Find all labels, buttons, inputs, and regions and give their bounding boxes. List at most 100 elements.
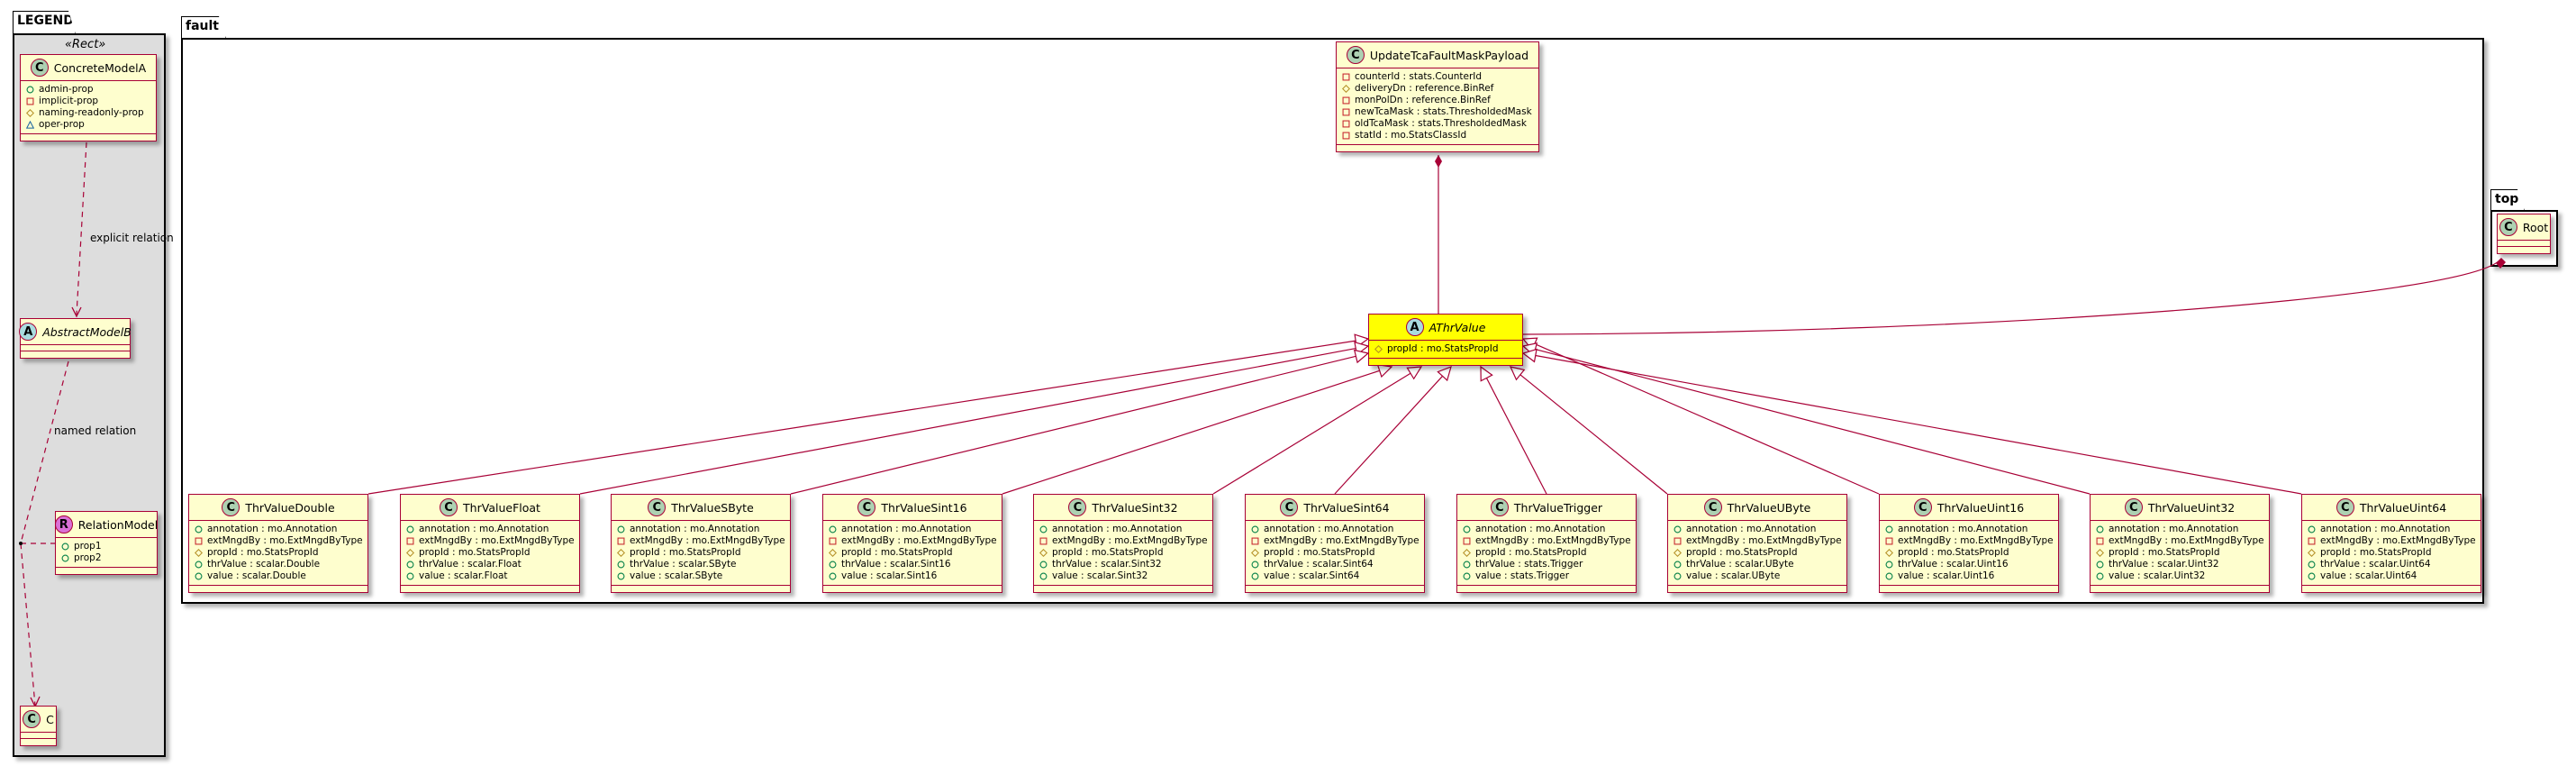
protected-visibility-icon (1885, 549, 1893, 557)
generalization-triangle-icon (1406, 366, 1423, 380)
attribute-row: thrValue : scalar.SByte (617, 559, 785, 570)
attribute-row: propId : mo.StatsPropId (829, 547, 996, 559)
attribute-row: annotation : mo.Annotation (1673, 524, 1841, 535)
attribute-text: value : scalar.Sint16 (841, 570, 938, 581)
attribute-row: thrValue : scalar.Sint32 (1039, 559, 1207, 570)
attribute-text: prop2 (74, 552, 102, 563)
attribute-text: thrValue : scalar.Double (207, 559, 321, 570)
class-stereotype-icon: C (1490, 498, 1509, 516)
private-visibility-icon (1251, 537, 1259, 545)
generalization-line (1002, 369, 1380, 495)
attribute-text: deliveryDn : reference.BinRef (1355, 83, 1494, 94)
public-visibility-icon (1673, 561, 1682, 569)
attribute-text: thrValue : scalar.Uint32 (2109, 559, 2219, 570)
attribute-text: propId : mo.StatsPropId (1387, 343, 1499, 354)
attribute-row: implicit-prop (26, 96, 150, 107)
attribute-text: counterId : stats.CounterId (1355, 71, 1483, 82)
attribute-row: prop2 (61, 552, 151, 564)
attribute-row: annotation : mo.Annotation (406, 524, 574, 535)
class-operations (1246, 586, 1424, 592)
attribute-row: naming-readonly-prop (26, 107, 150, 119)
attribute-text: extMngdBy : mo.ExtMngdByType (2320, 535, 2476, 546)
composition-line (1521, 259, 2501, 335)
class-name: AbstractModelB (42, 324, 132, 339)
public-visibility-icon (829, 525, 837, 533)
attribute-row: extMngdBy : mo.ExtMngdByType (1885, 535, 2054, 547)
private-visibility-icon (1342, 108, 1350, 116)
attribute-text: extMngdBy : mo.ExtMngdByType (630, 535, 785, 546)
class-operations (2091, 586, 2269, 592)
attribute-row: annotation : mo.Annotation (2308, 524, 2475, 535)
attribute-text: annotation : mo.Annotation (2109, 524, 2239, 534)
attribute-text: thrValue : scalar.UByte (1686, 559, 1794, 570)
public-visibility-icon (1885, 525, 1893, 533)
attribute-text: annotation : mo.Annotation (1686, 524, 1817, 534)
protected-visibility-icon (406, 549, 414, 557)
attribute-text: propId : mo.StatsPropId (1686, 547, 1798, 558)
public-visibility-icon (2308, 525, 2316, 533)
attribute-row: value : scalar.SByte (617, 570, 785, 582)
attribute-text: propId : mo.StatsPropId (1475, 547, 1587, 558)
attribute-text: propId : mo.StatsPropId (630, 547, 741, 558)
generalization-line (1212, 372, 1411, 495)
public-visibility-icon (61, 554, 69, 562)
attribute-row: annotation : mo.Annotation (617, 524, 785, 535)
attribute-text: prop1 (74, 541, 102, 552)
private-visibility-icon (1342, 120, 1350, 128)
class-stereotype-icon: C (1068, 498, 1087, 516)
explicit-relation-label: explicit relation (90, 232, 174, 244)
attribute-text: value : scalar.Uint16 (1898, 570, 1995, 581)
package-visibility-icon (26, 121, 34, 129)
class-operations (1457, 586, 1636, 592)
attribute-text: propId : mo.StatsPropId (1052, 547, 1164, 558)
generalization-line (1535, 354, 2302, 495)
class-stereotype-icon: C (2499, 218, 2517, 236)
attribute-text: annotation : mo.Annotation (1264, 524, 1394, 534)
generalization-line (1334, 375, 1443, 495)
generalization-line (1534, 343, 1880, 495)
protected-visibility-icon (1374, 345, 1383, 353)
attribute-row: propId : mo.StatsPropId (1673, 547, 1841, 559)
attribute-text: statId : mo.StatsClassId (1355, 130, 1467, 141)
class-operations (823, 586, 1002, 592)
attribute-row: value : scalar.Uint32 (2096, 570, 2263, 582)
class-name: ThrValueUint32 (2147, 500, 2236, 515)
class-operations (1034, 586, 1212, 592)
named-relation-label: named relation (54, 424, 137, 437)
fault-package-tab: fault (181, 16, 226, 39)
attribute-row: annotation : mo.Annotation (1463, 524, 1630, 535)
protected-visibility-icon (617, 549, 625, 557)
public-visibility-icon (1885, 561, 1893, 569)
attribute-row: thrValue : scalar.Double (195, 559, 362, 570)
attribute-row: thrValue : scalar.Float (406, 559, 574, 570)
attribute-text: propId : mo.StatsPropId (841, 547, 953, 558)
class-name: C (46, 712, 54, 726)
private-visibility-icon (406, 537, 414, 545)
public-visibility-icon (1463, 561, 1471, 569)
class-attributes (21, 345, 130, 351)
